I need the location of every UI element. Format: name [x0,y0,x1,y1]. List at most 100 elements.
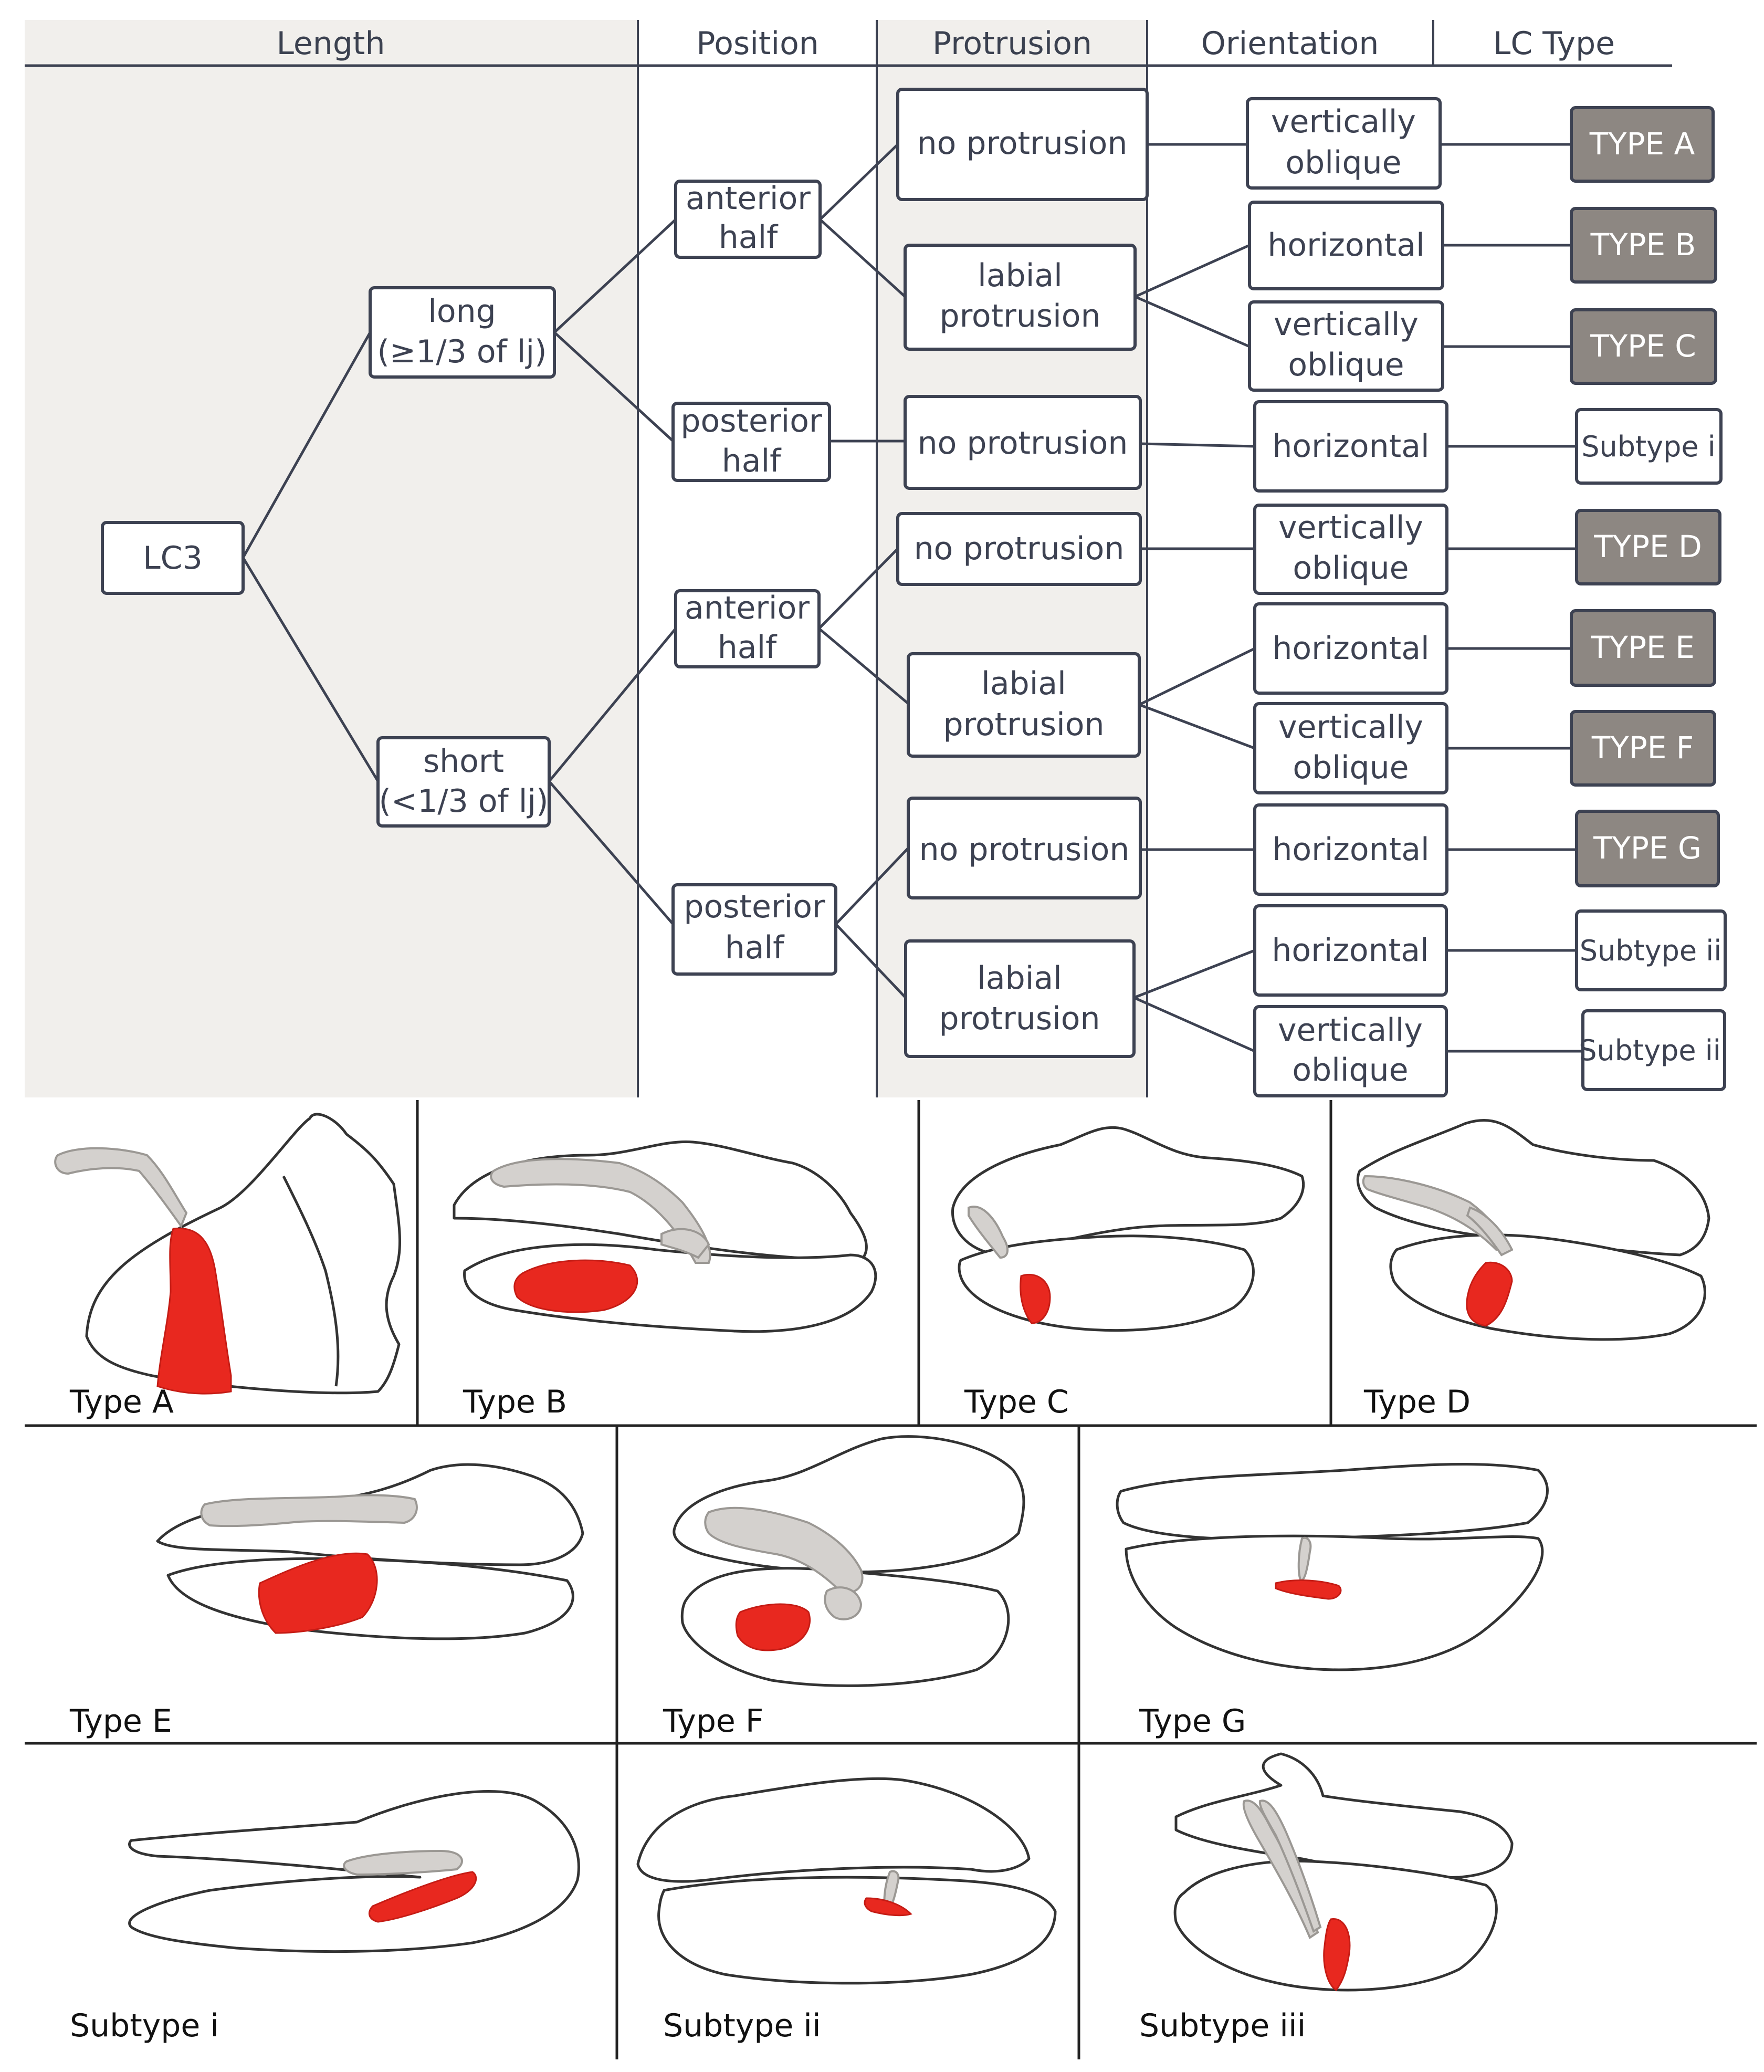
node-p3-line1: anterior [685,590,810,626]
node-r7-line1: labial [977,960,1062,997]
node-p3-line2: half [718,629,778,666]
node-r5-line2: protrusion [943,706,1104,743]
node-o6-label: horizontal [1272,630,1429,667]
caption-type-f: Type F [663,1703,763,1740]
caption-type-c: Type C [964,1384,1069,1420]
node-r6-label: no protrusion [919,831,1130,868]
specimen-type-b [453,1140,877,1333]
node-o9-label: horizontal [1272,932,1429,969]
node-o8-label: horizontal [1272,831,1429,868]
node-o1-line1: vertically [1271,103,1416,140]
caption-subtype-i: Subtype i [70,2007,219,2044]
header-position: Position [696,25,819,62]
node-o5-line1: vertically [1278,509,1423,546]
type-b-box: TYPE B [1570,207,1717,284]
type-a-box: TYPE A [1570,106,1715,183]
subtype-ii-label: Subtype ii [1580,934,1722,967]
node-short: short(<1/3 of lj) [376,736,551,828]
node-r4-label: no protrusion [914,530,1125,567]
node-posterior-half: posterior half [671,883,837,976]
type-f-box: TYPE F [1570,710,1716,787]
header-length: Length [277,25,385,62]
node-p2-line1: posterior [680,403,822,439]
node-p4-line1: posterior [684,888,825,925]
specimen-subtype-i [128,1790,580,1953]
subtype-i-label: Subtype i [1581,430,1716,463]
subtype-iii-box: Subtype iii [1579,1009,1729,1091]
specimen-type-d [1356,1119,1710,1341]
type-b-label: TYPE B [1590,227,1696,263]
subtype-i-box: Subtype i [1575,408,1723,485]
specimen-type-g [1116,1462,1549,1671]
type-g-box: TYPE G [1575,810,1720,887]
type-a-label: TYPE A [1589,126,1695,162]
specimen-type-f [673,1435,1025,1687]
node-horizontal: horizontal [1253,602,1448,695]
type-d-box: TYPE D [1575,509,1721,585]
node-p1-line2: half [719,219,779,256]
node-no-protrusion: no protrusion [904,395,1142,490]
node-o3-line1: vertically [1274,306,1419,343]
node-no-protrusion: no protrusion [896,512,1142,586]
specimen-type-c [951,1126,1305,1332]
type-e-label: TYPE E [1590,630,1695,665]
node-long: long(≥1/3 of lj) [369,286,556,379]
node-lc3-label: LC3 [143,540,203,577]
subtype-ii-box: Subtype ii [1575,909,1727,991]
node-o2-label: horizontal [1267,227,1424,264]
tree-edges [242,143,1583,1053]
header-protrusion: Protrusion [932,25,1092,62]
node-o10-line1: vertically [1278,1012,1423,1049]
node-r2-line1: labial [978,257,1063,294]
type-g-label: TYPE G [1593,830,1702,866]
svg-text:short(<1/3 of lj): short(<1/3 of lj) [379,743,549,820]
specimen-subtype-ii [636,1777,1057,1985]
node-p4-line2: half [725,929,785,966]
caption-type-e: Type E [69,1703,172,1740]
type-c-label: TYPE C [1590,328,1696,364]
node-lc3: LC3 [101,521,245,595]
node-o7-line1: vertically [1278,709,1423,746]
subtype-iii-label: Subtype iii [1579,1034,1729,1067]
node-short-line1: short [423,743,504,780]
node-horizontal: horizontal [1253,803,1448,896]
caption-subtype-iii: Subtype iii [1139,2007,1306,2044]
type-d-label: TYPE D [1593,529,1702,564]
node-horizontal: horizontal [1248,201,1444,290]
node-o4-label: horizontal [1272,428,1429,465]
type-c-box: TYPE C [1570,308,1717,385]
type-f-label: TYPE F [1591,730,1694,766]
specimen-type-e [156,1463,584,1640]
svg-text:long(≥1/3 of lj): long(≥1/3 of lj) [377,293,547,370]
node-o10-line2: oblique [1292,1052,1408,1089]
caption-type-d: Type D [1363,1384,1471,1420]
caption-type-b: Type B [463,1384,567,1420]
node-no-protrusion: no protrusion [896,88,1149,201]
node-long-line1: long [428,293,496,330]
header-orientation: Orientation [1201,25,1379,62]
node-o7-line2: oblique [1293,749,1409,786]
node-no-protrusion: no protrusion [907,797,1142,899]
node-horizontal: horizontal [1253,904,1448,997]
node-r1-label: no protrusion [917,125,1128,162]
node-r3-label: no protrusion [918,425,1128,462]
node-r7-line2: protrusion [939,1000,1100,1037]
caption-type-g: Type G [1139,1703,1246,1740]
node-horizontal: horizontal [1253,400,1448,493]
